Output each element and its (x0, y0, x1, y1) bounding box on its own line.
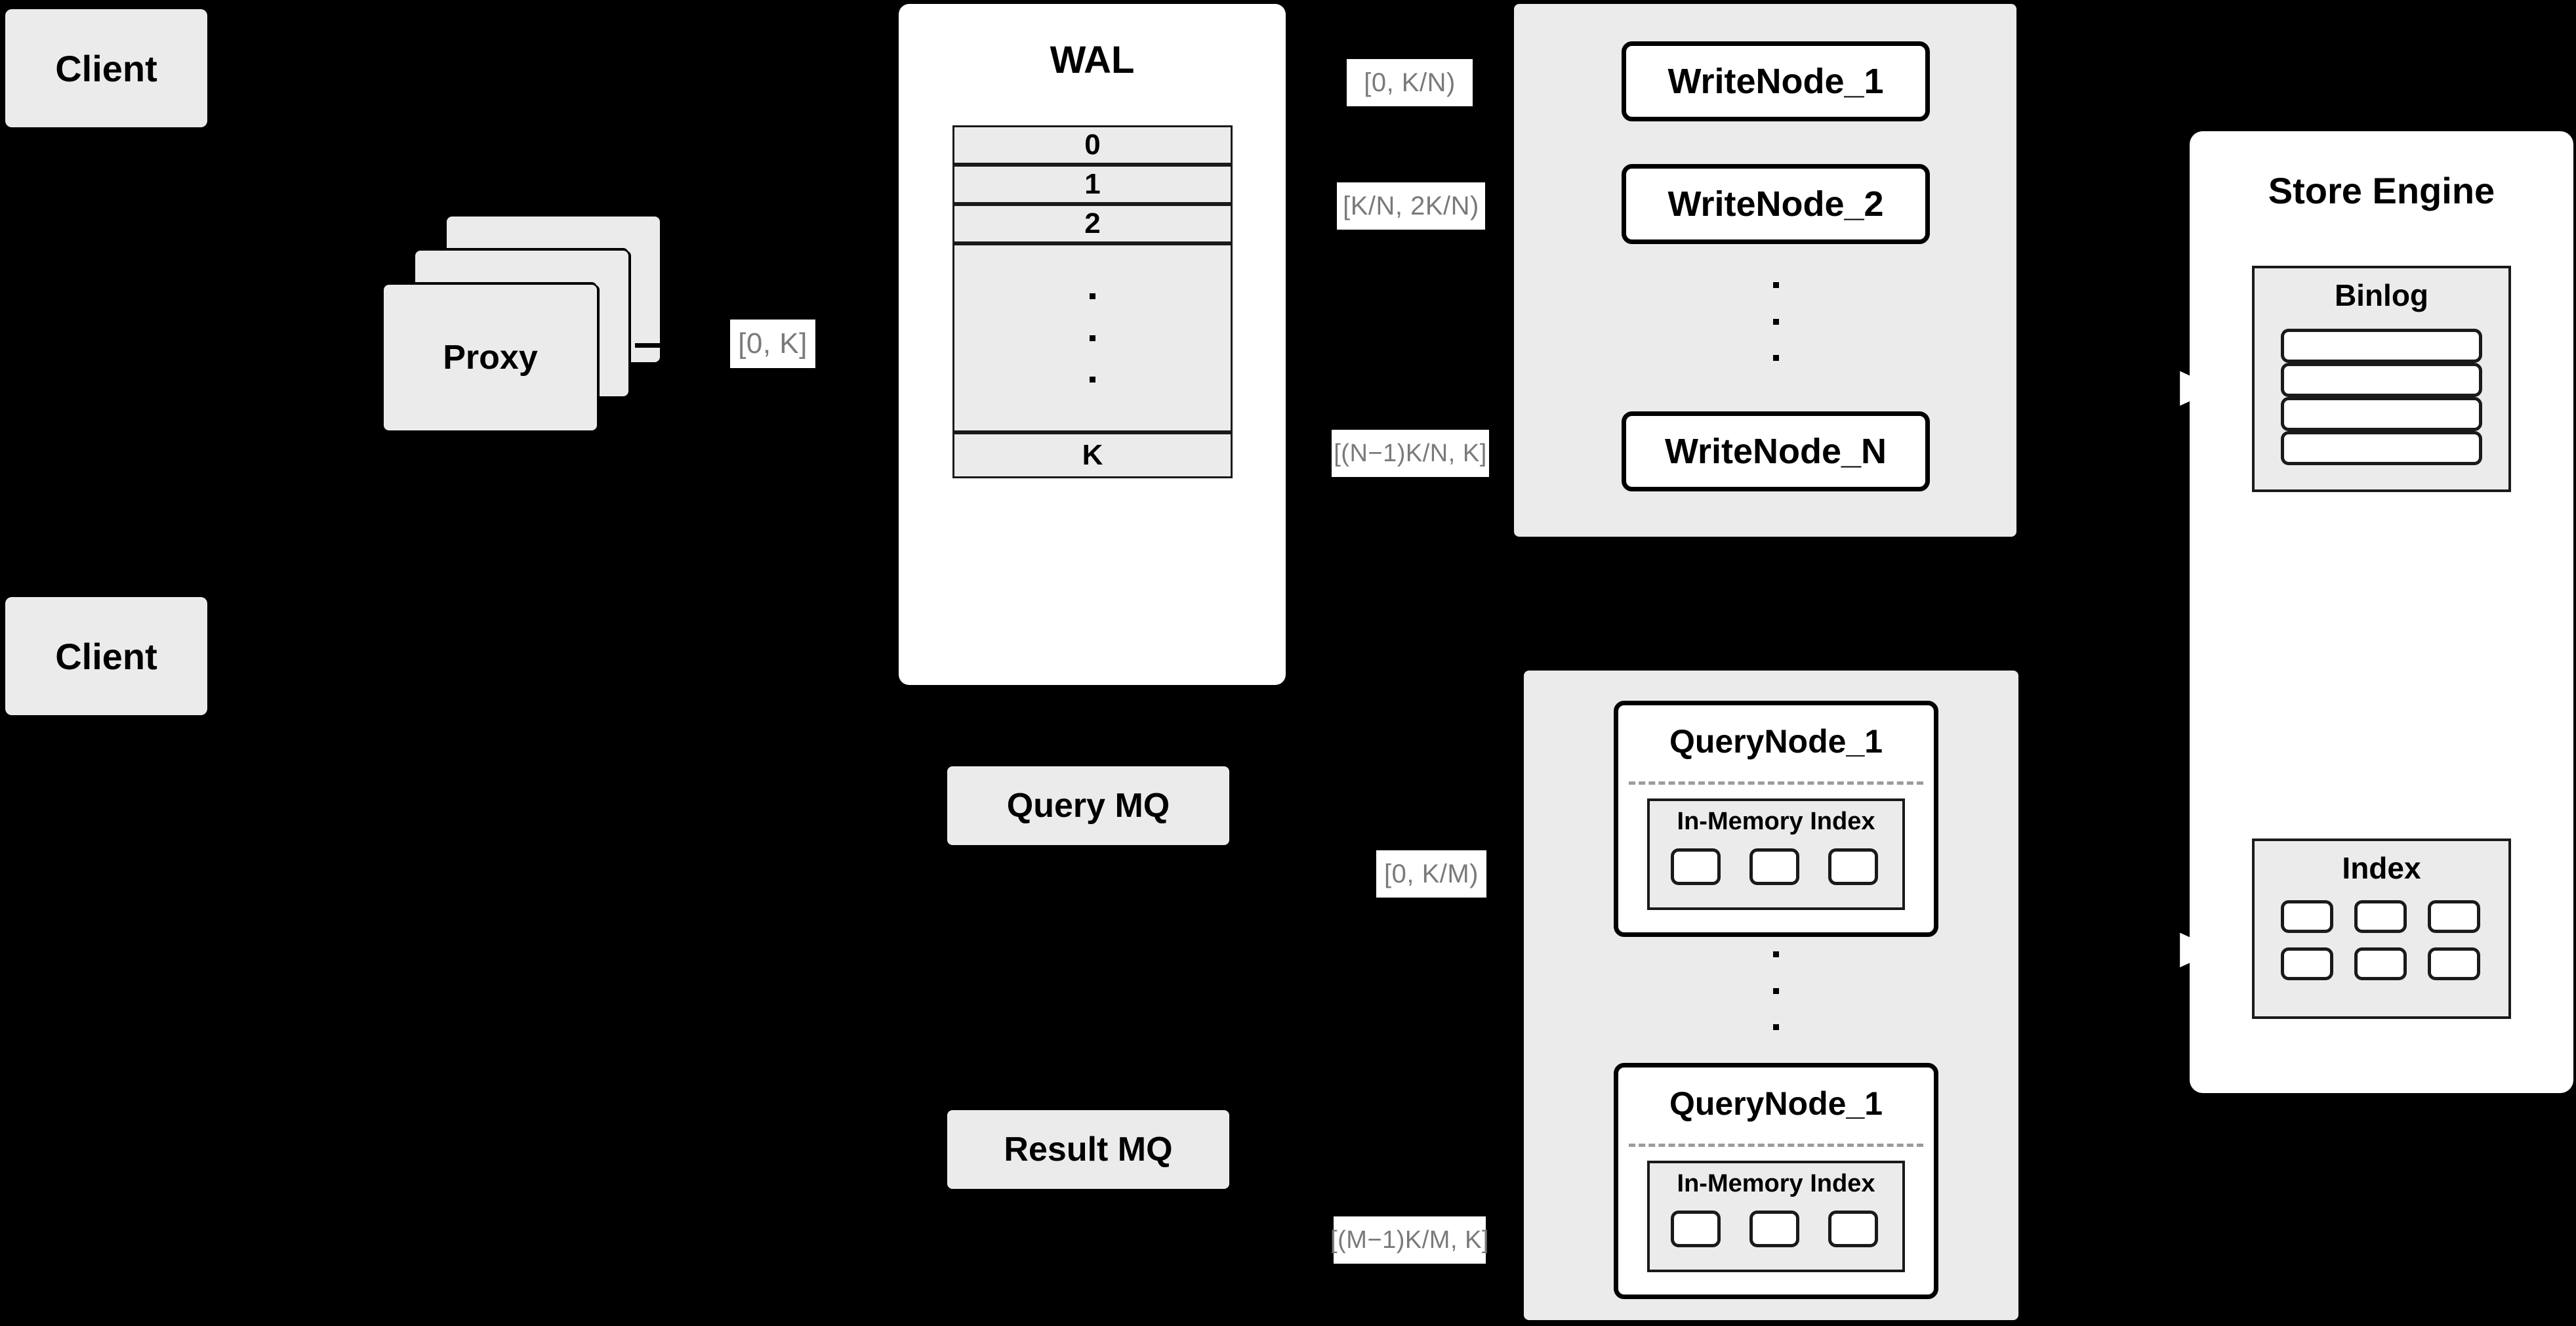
in-memory-index-box: In-Memory Index (1647, 798, 1905, 910)
store-engine-title: Store Engine (2268, 170, 2495, 211)
binlog-entry (2281, 397, 2482, 431)
proxy-connector-stub (635, 343, 663, 348)
write-node-label: WriteNode_N (1664, 432, 1887, 471)
write-node-2[interactable]: WriteNode_2 (1622, 164, 1930, 244)
index-cell (2428, 900, 2480, 933)
index-box: Index (2252, 839, 2511, 1019)
index-slot (1828, 1211, 1878, 1247)
index-cell (2354, 947, 2407, 980)
write-node-n[interactable]: WriteNode_N (1622, 411, 1930, 491)
binlog-box: Binlog (2252, 266, 2511, 492)
in-memory-index-title: In-Memory Index (1677, 808, 1875, 835)
client-box-2[interactable]: Client (5, 597, 207, 715)
index-slot (1671, 1211, 1721, 1247)
label-write-node-2: [K/N, 2K/N) (1337, 182, 1485, 230)
proxy-stack[interactable]: Proxy (384, 217, 660, 433)
index-title: Index (2342, 851, 2421, 885)
label-proxy-to-wal: [0, K] (730, 320, 815, 368)
index-cell (2428, 947, 2480, 980)
wal-title: WAL (1050, 39, 1135, 81)
index-cell (2281, 947, 2333, 980)
index-cell (2281, 900, 2333, 933)
write-node-label: WriteNode_1 (1667, 62, 1884, 101)
index-slot (1749, 848, 1799, 885)
in-memory-index-title: In-Memory Index (1677, 1170, 1875, 1197)
write-node-label: WriteNode_2 (1667, 184, 1884, 224)
wal-row-ellipsis (952, 243, 1233, 432)
wal-vertical-dots-icon (1090, 293, 1095, 383)
query-node-label: QueryNode_1 (1669, 1085, 1883, 1122)
query-mq-box[interactable]: Query MQ (947, 766, 1229, 845)
index-slot (1671, 848, 1721, 885)
binlog-title: Binlog (2334, 278, 2429, 312)
label-query-node-m: [(M−1)K/M, K] (1330, 1216, 1488, 1264)
index-slot (1828, 848, 1878, 885)
label-write-node-1: [0, K/N) (1347, 59, 1473, 106)
query-node-2[interactable]: QueryNode_1 In-Memory Index (1614, 1063, 1938, 1299)
query-mq-label: Query MQ (1006, 787, 1170, 825)
binlog-entry (2281, 363, 2482, 397)
index-slot (1749, 1211, 1799, 1247)
result-mq-label: Result MQ (1004, 1130, 1173, 1169)
query-node-label: QueryNode_1 (1669, 723, 1883, 760)
query-node-divider (1629, 781, 1923, 785)
client-box-1[interactable]: Client (5, 9, 207, 127)
wal-row-0: 0 (952, 125, 1233, 165)
store-engine-panel: Store Engine Binlog Index (2190, 131, 2573, 1093)
wal-panel: WAL 0 1 2 K (899, 4, 1286, 685)
label-query-node-1: [0, K/M) (1376, 850, 1486, 898)
index-cell (2354, 900, 2407, 933)
proxy-label: Proxy (443, 339, 538, 377)
client-label: Client (55, 47, 157, 89)
wal-row-k: K (952, 432, 1233, 478)
query-node-vertical-dots-icon (1772, 951, 1779, 1030)
label-write-node-n: [(N−1)K/N, K] (1332, 430, 1489, 477)
query-node-1[interactable]: QueryNode_1 In-Memory Index (1614, 701, 1938, 937)
query-node-divider (1629, 1144, 1923, 1147)
write-node-vertical-dots-icon (1772, 282, 1779, 361)
write-node-1[interactable]: WriteNode_1 (1622, 41, 1930, 121)
binlog-entry (2281, 431, 2482, 465)
in-memory-index-box: In-Memory Index (1647, 1161, 1905, 1272)
wal-row-2: 2 (952, 204, 1233, 243)
binlog-entry (2281, 329, 2482, 363)
wal-row-1: 1 (952, 165, 1233, 204)
result-mq-box[interactable]: Result MQ (947, 1110, 1229, 1189)
proxy-card-front[interactable]: Proxy (384, 285, 597, 430)
client-label: Client (55, 635, 157, 677)
